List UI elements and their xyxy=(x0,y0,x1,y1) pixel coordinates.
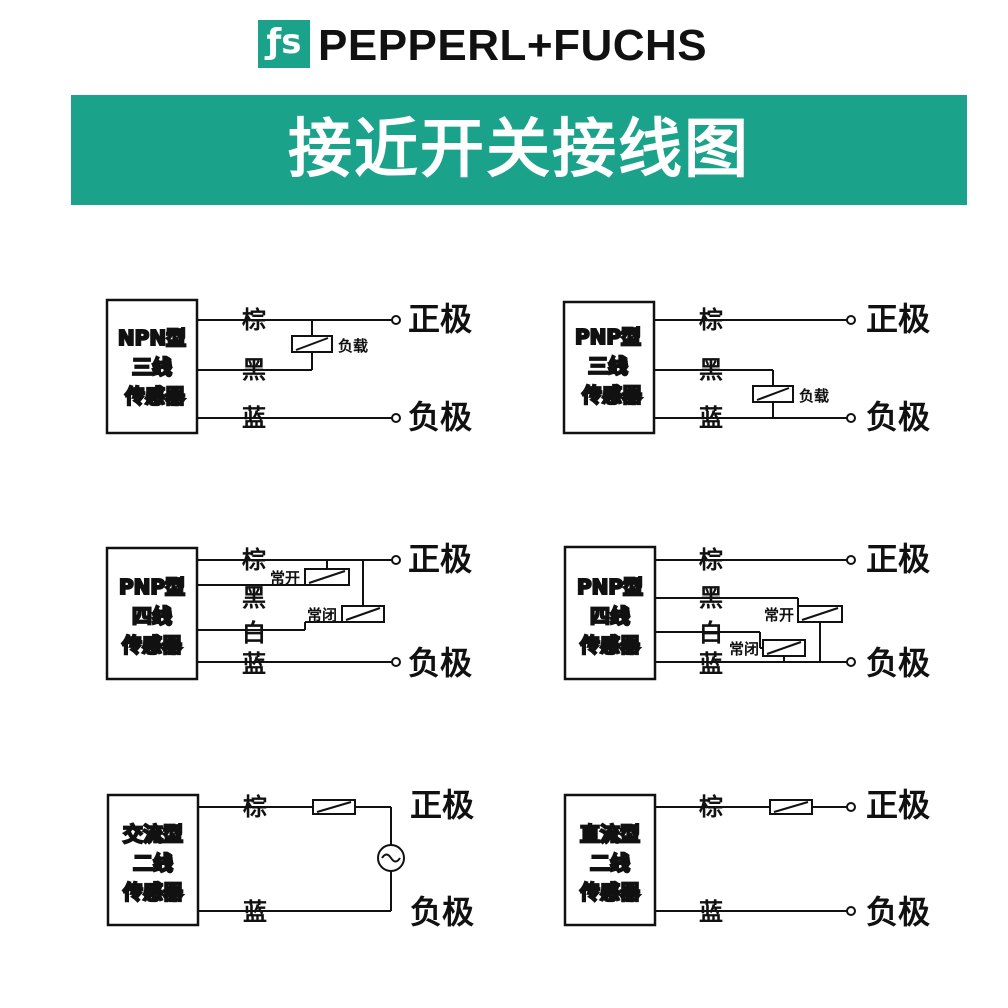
positive-label: 正极 xyxy=(408,300,472,338)
positive-label: 正极 xyxy=(866,786,930,824)
wire-brown: 棕 xyxy=(699,306,723,334)
diagram-pnp-3wire: PNP型 三线 传感器 棕 黑 蓝 负载 正极 负极 xyxy=(562,300,930,436)
terminal-positive xyxy=(391,315,401,325)
diagram-ac-2wire: 交流型 二线 传感器 棕 蓝 正极 负极 xyxy=(106,786,474,931)
sensor-type: NPN型 xyxy=(118,326,186,350)
wire-brown: 棕 xyxy=(242,546,266,574)
sensor-type: 交流型 xyxy=(123,822,183,846)
sensor-word: 传感器 xyxy=(581,383,643,407)
wire-black: 黑 xyxy=(242,584,266,612)
terminal-negative xyxy=(846,906,856,916)
terminal-positive xyxy=(846,315,856,325)
wire-white: 白 xyxy=(242,619,266,647)
brand-name: PEPPERL+FUCHS xyxy=(318,21,708,70)
page-title: 接近开关接线图 xyxy=(288,113,750,187)
normally-closed-label: 常闭 xyxy=(307,606,337,624)
title-banner: 接近开关接线图 xyxy=(71,95,967,205)
sensor-box xyxy=(562,300,656,435)
sensor-word: 传感器 xyxy=(121,633,183,657)
sensor-wires: 三线 xyxy=(588,354,628,378)
wire-blue: 蓝 xyxy=(699,650,723,678)
wire-blue: 蓝 xyxy=(242,650,266,678)
wire-brown: 棕 xyxy=(243,793,267,821)
negative-label: 负极 xyxy=(866,893,930,931)
sensor-box xyxy=(105,546,199,681)
terminal-negative xyxy=(391,413,401,423)
negative-label: 负极 xyxy=(866,644,930,682)
load-label: 负载 xyxy=(338,337,368,355)
terminal-positive xyxy=(846,555,856,565)
wire-blue: 蓝 xyxy=(242,404,266,432)
sensor-type: 直流型 xyxy=(580,822,640,846)
sensor-wires: 四线 xyxy=(590,604,630,628)
normally-closed-label: 常闭 xyxy=(729,640,759,658)
brand-logo-icon: ƒs xyxy=(258,20,310,68)
sensor-word: 传感器 xyxy=(124,384,186,408)
sensor-word: 传感器 xyxy=(579,633,641,657)
normally-open-label: 常开 xyxy=(270,569,300,587)
terminal-positive xyxy=(846,802,856,812)
positive-label: 正极 xyxy=(408,540,472,578)
sensor-box xyxy=(106,793,200,927)
load-label: 负载 xyxy=(799,387,829,405)
diagram-pnp-4wire-a: PNP型 四线 传感器 棕 黑 白 蓝 常开 常闭 正极 负极 xyxy=(105,540,472,682)
sensor-type: PNP型 xyxy=(575,325,641,349)
sensor-word: 传感器 xyxy=(122,880,184,904)
sensor-type: PNP型 xyxy=(577,575,643,599)
wire-blue: 蓝 xyxy=(699,404,723,432)
wire-blue: 蓝 xyxy=(243,898,267,926)
wire-black: 黑 xyxy=(699,584,723,612)
header: ƒs PEPPERL+FUCHS xyxy=(0,0,1008,90)
wire-brown: 棕 xyxy=(242,306,266,334)
sensor-type: PNP型 xyxy=(119,575,185,599)
terminal-negative xyxy=(846,657,856,667)
sensor-box xyxy=(105,298,199,435)
terminal-negative xyxy=(391,657,401,667)
positive-label: 正极 xyxy=(866,540,930,578)
sensor-word: 传感器 xyxy=(579,880,641,904)
negative-label: 负极 xyxy=(866,398,930,436)
negative-label: 负极 xyxy=(408,644,472,682)
positive-label: 正极 xyxy=(410,786,474,824)
wire-white: 白 xyxy=(699,619,723,647)
normally-open-label: 常开 xyxy=(764,606,794,624)
positive-label: 正极 xyxy=(866,300,930,338)
wire-brown: 棕 xyxy=(699,793,723,821)
negative-label: 负极 xyxy=(410,893,474,931)
terminal-positive xyxy=(391,555,401,565)
sensor-wires: 三线 xyxy=(132,355,172,379)
diagram-dc-2wire: 直流型 二线 传感器 棕 蓝 正极 负极 xyxy=(563,786,930,931)
negative-label: 负极 xyxy=(408,398,472,436)
sensor-wires: 二线 xyxy=(133,851,173,875)
terminal-negative xyxy=(846,413,856,423)
sensor-wires: 四线 xyxy=(132,604,172,628)
wire-blue: 蓝 xyxy=(699,898,723,926)
wire-brown: 棕 xyxy=(699,546,723,574)
wire-black: 黑 xyxy=(699,356,723,384)
sensor-box xyxy=(563,545,657,681)
diagram-pnp-4wire-b: PNP型 四线 传感器 棕 黑 白 蓝 常开 常闭 正极 负极 xyxy=(563,540,930,682)
sensor-wires: 二线 xyxy=(590,851,630,875)
diagram-npn-3wire: NPN型 三线 传感器 棕 黑 蓝 负载 正极 负极 xyxy=(105,298,472,436)
wire-black: 黑 xyxy=(242,356,266,384)
sensor-box xyxy=(563,793,657,927)
